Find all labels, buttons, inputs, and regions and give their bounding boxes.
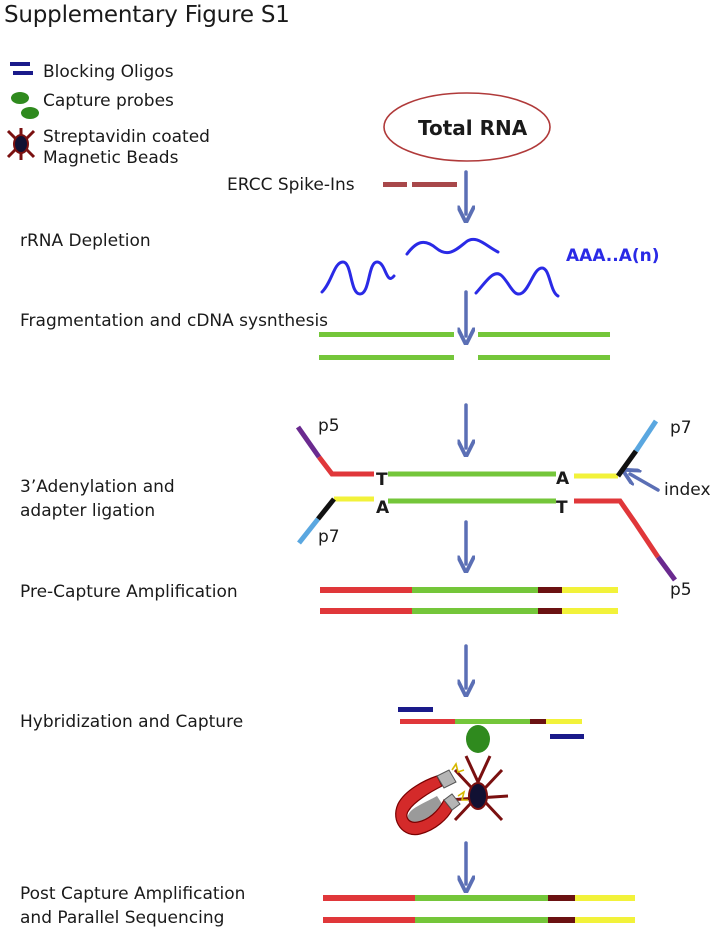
p5-bottom-label: p5	[670, 580, 692, 600]
blocking-oligos-icon	[10, 62, 33, 75]
post-capture-library	[323, 895, 635, 923]
p7-bottom-label: p7	[318, 527, 340, 547]
step-adenylation-line2: adapter ligation	[20, 501, 156, 521]
step-post-line1: Post Capture Amplification	[20, 884, 246, 904]
legend-beads-line2: Magnetic Beads	[43, 148, 179, 168]
t-bottom-label: T	[556, 498, 568, 518]
step-adenylation-line1: 3’Adenylation and	[20, 477, 175, 497]
a-bottom-label: A	[376, 498, 390, 518]
total-rna-node	[383, 92, 551, 162]
index-label: index	[664, 480, 711, 500]
rrna-molecules	[320, 237, 560, 298]
polya-label: AAA..A(n)	[566, 246, 660, 266]
step-post-line2: and Parallel Sequencing	[20, 908, 225, 928]
precapture-library	[320, 587, 618, 614]
p7-top-label: p7	[670, 418, 692, 438]
step-fragmentation: Fragmentation and cDNA sysnthesis	[20, 311, 329, 331]
step-ercc: ERCC Spike-Ins	[227, 175, 355, 195]
capture-probes-icon	[11, 92, 39, 119]
step-rrna-depletion: rRNA Depletion	[20, 231, 151, 251]
p5-top-label: p5	[318, 416, 340, 436]
figure-title: Supplementary Figure S1	[4, 2, 290, 28]
flow-arrows	[466, 170, 660, 884]
index-arrow	[630, 474, 660, 492]
ercc-spike-ins	[383, 182, 457, 187]
legend-beads-line1: Streptavidin coated	[43, 127, 210, 147]
legend-capture-probes: Capture probes	[43, 91, 174, 111]
t-top-label: T	[376, 470, 388, 490]
hybridization-capture	[398, 707, 584, 822]
cdna-fragments	[319, 332, 610, 360]
adapter-ligation	[295, 419, 678, 582]
bead-icon	[6, 128, 36, 160]
legend-blocking-oligos: Blocking Oligos	[43, 62, 174, 82]
total-rna-label: Total RNA	[418, 116, 528, 140]
step-precapture: Pre-Capture Amplification	[20, 582, 238, 602]
step-hybridization: Hybridization and Capture	[20, 712, 244, 732]
a-top-label: A	[556, 469, 570, 489]
magnet-icon	[395, 762, 468, 836]
